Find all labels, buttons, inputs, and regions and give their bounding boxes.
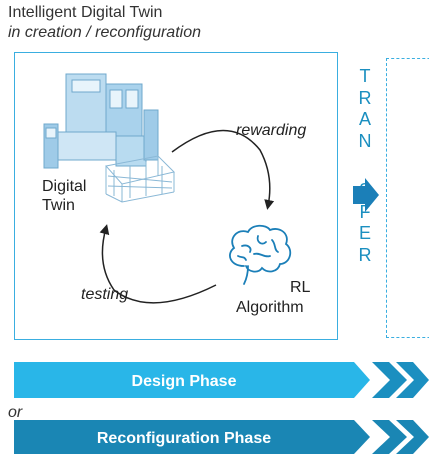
design-phase-bar: Design Phase: [14, 362, 429, 398]
rewarding-arrow: [171, 129, 275, 210]
testing-arrow: [99, 224, 217, 304]
transfer-letter-t: T: [359, 66, 371, 86]
transfer-letter-r2: R: [358, 244, 372, 265]
transfer-letter-n: N: [358, 130, 372, 151]
design-phase-label: Design Phase: [132, 373, 237, 390]
testing-label: testing: [81, 286, 129, 303]
transfer-letter-a: A: [358, 109, 371, 129]
reconfiguration-phase-label: Reconfiguration Phase: [97, 430, 271, 447]
transfer-letter-r: R: [358, 87, 372, 108]
rl-label-line2: Algorithm: [236, 299, 304, 316]
diagram-subtitle: in creation / reconfiguration: [8, 24, 201, 41]
diagram-title: Intelligent Digital Twin: [8, 4, 163, 21]
machine-icon: [43, 73, 175, 203]
target-system-box: [386, 58, 429, 338]
digital-twin-frame: [14, 52, 338, 340]
double-chevron-icon: [372, 420, 407, 454]
or-label: or: [8, 404, 23, 421]
brain-icon: [229, 224, 292, 285]
double-chevron-icon: [372, 362, 407, 398]
transfer-arrow-icon: [353, 178, 379, 212]
rl-label-line1: RL: [290, 279, 311, 296]
transfer-column: T R A N S F E R: [350, 66, 380, 266]
digital-twin-label-line1: Digital: [42, 178, 87, 195]
transfer-letter-e: E: [358, 223, 371, 243]
rewarding-label: rewarding: [236, 122, 307, 139]
digital-twin-label-line2: Twin: [42, 197, 75, 214]
reconfiguration-phase-bar: Reconfiguration Phase: [14, 420, 429, 454]
